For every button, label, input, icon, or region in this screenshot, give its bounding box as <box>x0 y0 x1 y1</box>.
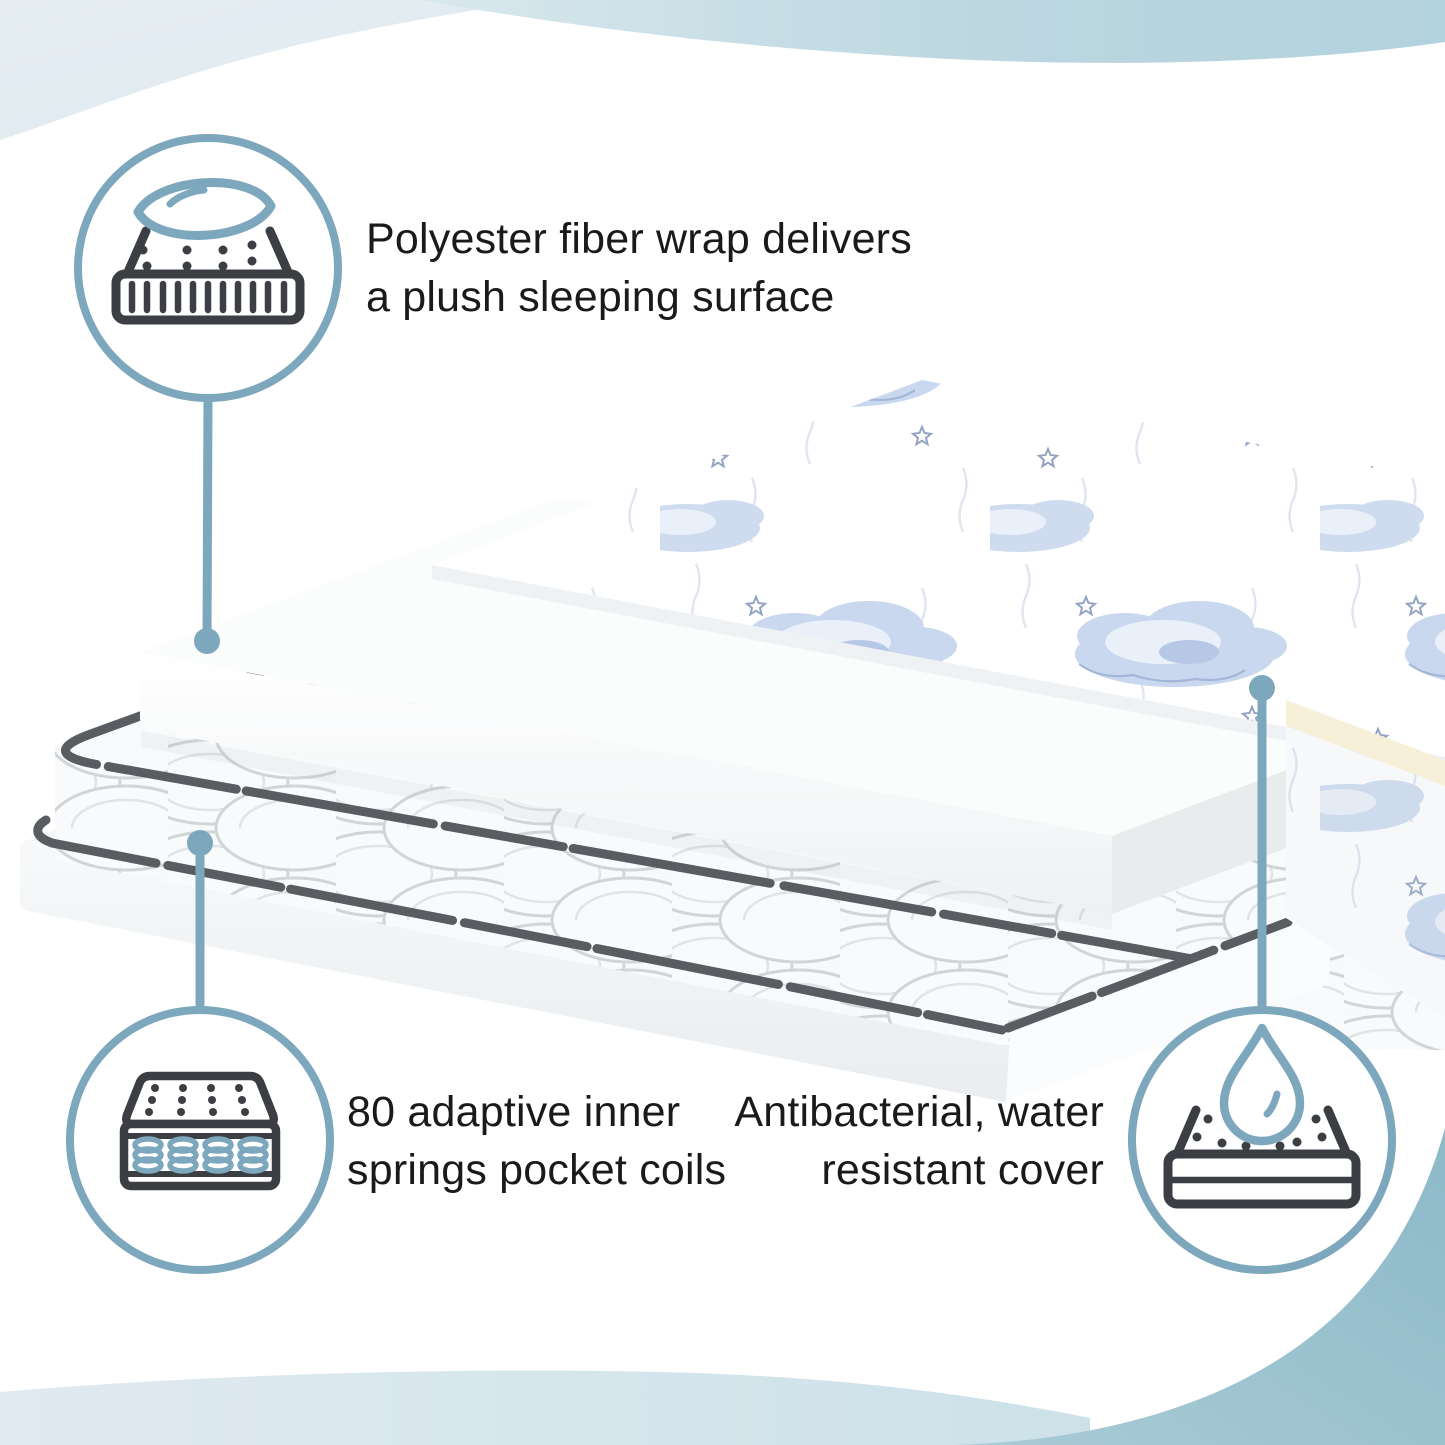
foam-layer-front <box>140 653 1112 914</box>
wave-bottom-right <box>955 1128 1445 1445</box>
wave-top-left <box>0 0 545 140</box>
pillow-top-mattress-icon <box>111 178 305 325</box>
connector-dot-cover <box>1249 675 1275 701</box>
base-layer-front <box>20 840 1010 1102</box>
pocket-coils-mattress-icon <box>119 1071 281 1191</box>
cover-edge-sliver <box>432 565 1445 771</box>
mattress-cutaway <box>20 380 1445 1102</box>
caption-water-resistant-line2: resistant cover <box>821 1146 1104 1194</box>
caption-inner-springs: 80 adaptive inner springs pocket coils <box>347 1083 726 1199</box>
base-layer-right-end <box>1006 909 1332 1102</box>
border-wire-right <box>1003 917 1293 1033</box>
callouts <box>66 134 1396 1274</box>
border-wire-bottom <box>33 815 1007 1035</box>
badge-circle-fiber-wrap <box>74 134 342 402</box>
caption-inner-springs-line1: 80 adaptive inner <box>347 1088 681 1136</box>
connector-fiber-wrap <box>202 393 213 645</box>
caption-fiber-wrap: Polyester fiber wrap delivers a plush sl… <box>366 210 912 326</box>
cover-layer-right-end <box>1286 726 1445 1018</box>
connector-dot-fiber-wrap <box>194 628 220 654</box>
connector-dot-springs <box>187 830 213 856</box>
caption-water-resistant-cover: Antibacterial, water resistant cover <box>734 1083 1104 1199</box>
caption-inner-springs-line2: springs pocket coils <box>347 1146 727 1194</box>
cover-end-shading <box>1286 726 1445 1018</box>
foam-shadow-on-springs <box>141 731 1112 930</box>
cover-layer-top <box>432 380 1445 757</box>
water-drop-mattress-icon <box>1163 1023 1361 1209</box>
wave-top-right <box>420 0 1445 63</box>
caption-fiber-wrap-line2: a plush sleeping surface <box>366 273 835 321</box>
wave-bottom-left <box>0 1370 1090 1445</box>
caption-fiber-wrap-line1: Polyester fiber wrap delivers <box>366 215 912 263</box>
caption-water-resistant-line1: Antibacterial, water <box>734 1088 1104 1136</box>
cover-foam-cream-edge <box>1286 700 1445 786</box>
